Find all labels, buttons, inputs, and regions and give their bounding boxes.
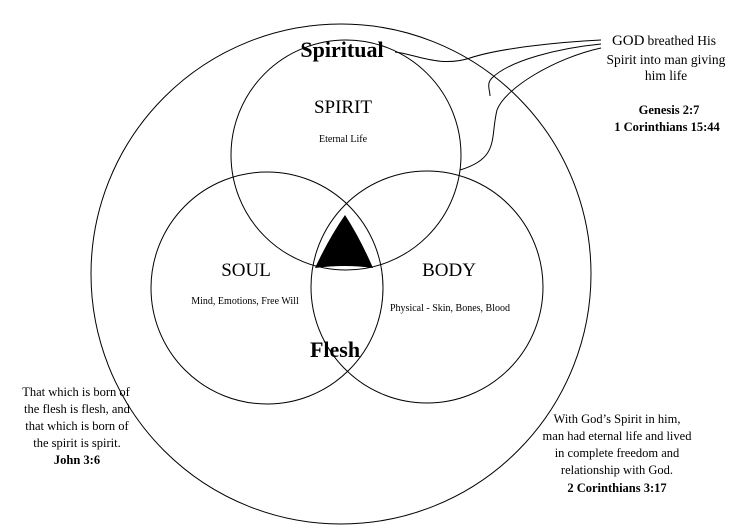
spirit-label: SPIRIT [314, 97, 372, 118]
god-note-ref-1: Genesis 2:7 [639, 103, 700, 117]
god-word: GOD [612, 33, 645, 49]
spirit-sub: Eternal Life [319, 134, 368, 145]
god-note-text-1: breathed His [647, 33, 716, 48]
god-note-ref-2: 1 Corinthians 15:44 [614, 120, 720, 134]
left-note-line-2: the flesh is flesh, and [24, 402, 131, 416]
right-note-line-4: relationship with God. [561, 463, 673, 477]
left-note-line-4: the spirit is spirit. [33, 436, 121, 450]
body-circle [310, 170, 544, 404]
left-note-ref: John 3:6 [54, 453, 100, 467]
body-label: BODY [422, 260, 476, 281]
outer-top-label: Spiritual [300, 37, 383, 62]
outer-bottom-label: Flesh [310, 337, 360, 362]
god-note-line-2: Spirit into man giving [607, 52, 726, 67]
right-note-line-2: man had eternal life and lived [543, 429, 693, 443]
spirit-circle [230, 39, 462, 271]
right-note-line-1: With God’s Spirit in him, [554, 412, 681, 426]
right-note-line-3: in complete freedom and [555, 446, 680, 460]
right-note-ref: 2 Corinthians 3:17 [567, 481, 666, 495]
left-note-line-1: That which is born of [22, 385, 130, 399]
left-note-line-3: that which is born of [25, 419, 129, 433]
outer-circle [90, 23, 592, 525]
callout-curves [394, 39, 602, 171]
body-sub: Physical - Skin, Bones, Blood [390, 303, 510, 314]
god-note-line-3: him life [645, 68, 687, 83]
soul-circle [150, 171, 384, 405]
center-overlap [315, 215, 373, 268]
soul-sub: Mind, Emotions, Free Will [191, 296, 299, 307]
soul-label: SOUL [221, 260, 271, 281]
